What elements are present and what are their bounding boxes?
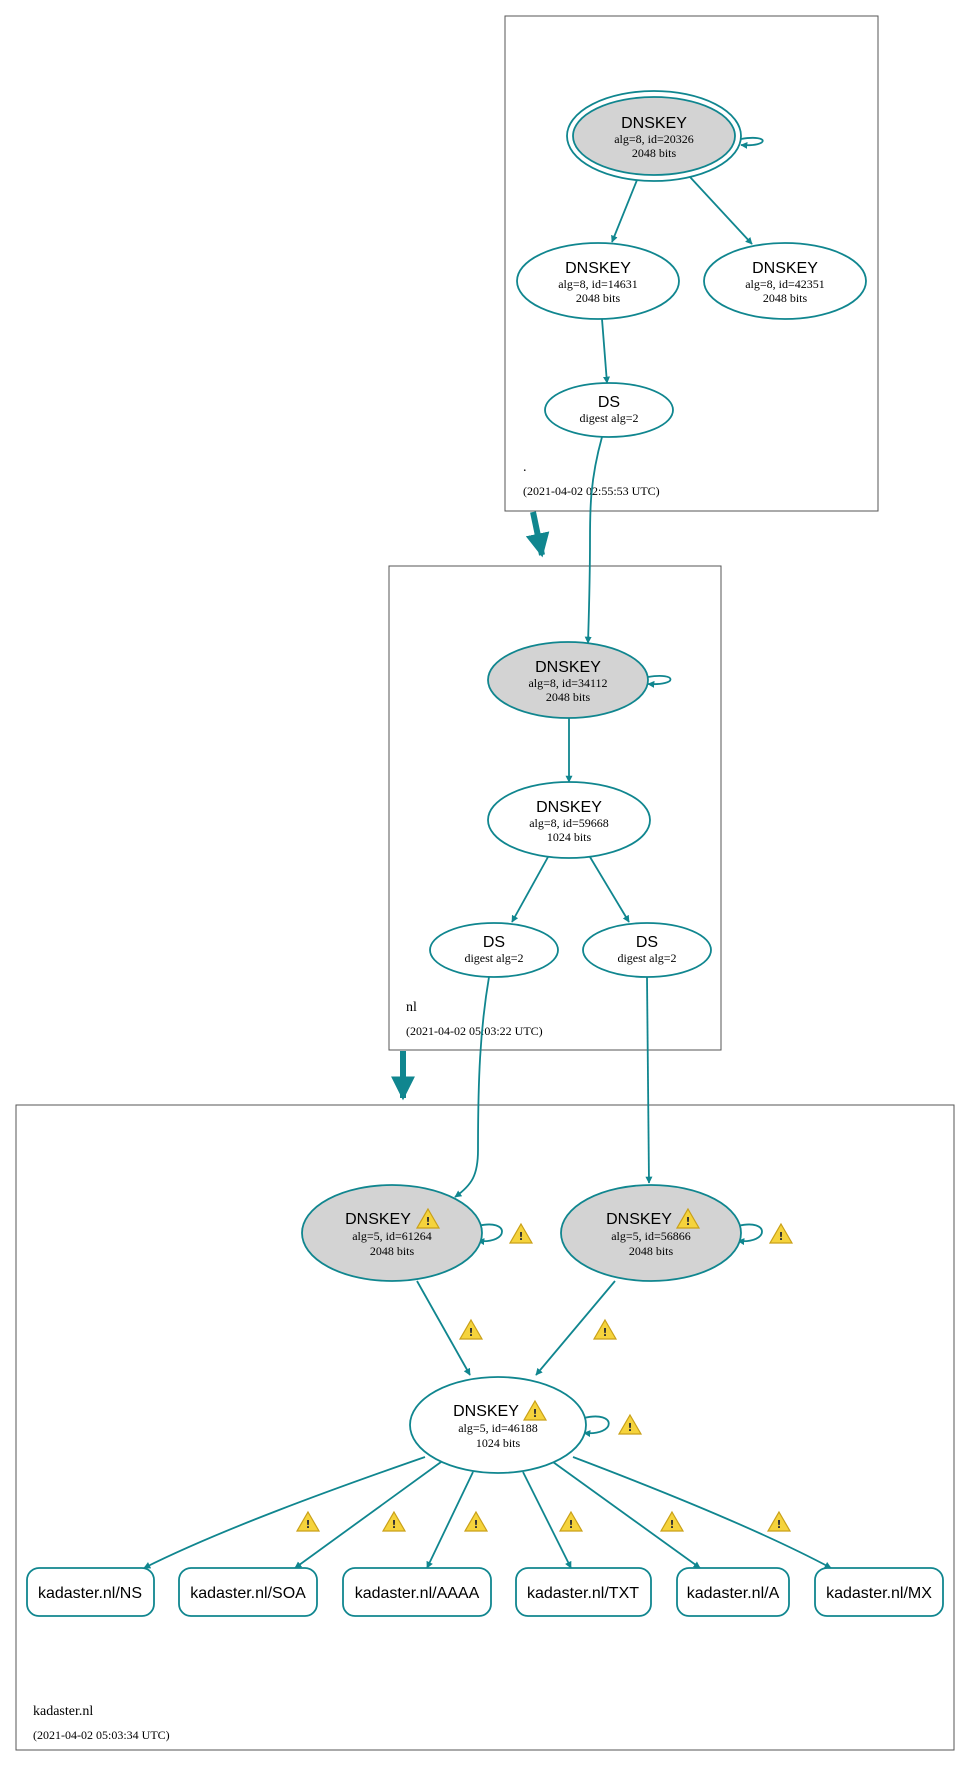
edge-kad-ksk2-zsk xyxy=(535,1280,616,1376)
edge-nl-zsk-ds2 xyxy=(589,856,630,923)
node-kad-ksk1-line2: 2048 bits xyxy=(370,1244,415,1258)
node-nl-ds1[interactable]: DS digest alg=2 xyxy=(429,922,559,978)
warning-icon xyxy=(618,1414,642,1435)
edge-kad-ksk1-self xyxy=(477,1223,503,1246)
rrset-aaaa[interactable]: kadaster.nl/AAAA xyxy=(342,1567,492,1617)
node-root-zsk2[interactable]: DNSKEY alg=8, id=42351 2048 bits xyxy=(703,242,867,320)
warning-icon xyxy=(509,1223,533,1244)
node-nl-zsk-line2: 1024 bits xyxy=(547,830,592,844)
node-kad-ksk2[interactable]: DNSKEY alg=5, id=56866 2048 bits xyxy=(560,1184,742,1282)
node-nl-ksk-line2: 2048 bits xyxy=(546,690,591,704)
rrset-a-label: kadaster.nl/A xyxy=(687,1585,780,1602)
zone-nl-box xyxy=(388,565,722,1051)
edge-root-ksk-self xyxy=(740,137,764,149)
rrset-ns-label: kadaster.nl/NS xyxy=(38,1585,142,1602)
zone-nl-name: nl xyxy=(406,1000,417,1015)
edge-zsk-txt xyxy=(522,1471,572,1569)
warning-icon xyxy=(660,1511,684,1532)
rrset-mx-label: kadaster.nl/MX xyxy=(826,1585,932,1602)
node-root-ksk-line1: alg=8, id=20326 xyxy=(614,132,694,146)
node-root-ds-line1: digest alg=2 xyxy=(579,411,638,425)
node-nl-ds2[interactable]: DS digest alg=2 xyxy=(582,922,712,978)
node-kad-ksk2-line2: 2048 bits xyxy=(629,1244,674,1258)
node-root-zsk2-line2: 2048 bits xyxy=(763,291,808,305)
node-root-zsk2-title: DNSKEY xyxy=(752,260,818,277)
node-root-zsk1-line1: alg=8, id=14631 xyxy=(558,277,638,291)
rrset-ns[interactable]: kadaster.nl/NS xyxy=(26,1567,155,1617)
edge-nl-ds2-kad-ksk2 xyxy=(645,976,653,1184)
delegation-arrow-root-nl xyxy=(525,511,550,558)
edge-nl-ds1-kad-ksk1 xyxy=(454,976,490,1198)
node-root-zsk2-line1: alg=8, id=42351 xyxy=(745,277,825,291)
node-root-ksk-title: DNSKEY xyxy=(621,115,687,132)
node-root-ksk-line2: 2048 bits xyxy=(632,146,677,160)
node-nl-zsk[interactable]: DNSKEY alg=8, id=59668 1024 bits xyxy=(487,781,651,859)
rrset-soa[interactable]: kadaster.nl/SOA xyxy=(178,1567,318,1617)
edge-kad-ksk2-self xyxy=(737,1223,763,1246)
node-kad-ksk2-title: DNSKEY xyxy=(606,1211,672,1228)
warning-icon xyxy=(459,1319,483,1340)
zone-nl: nl (2021-04-02 05:03:22 UTC) xyxy=(388,565,722,1051)
rrset-soa-label: kadaster.nl/SOA xyxy=(190,1585,306,1602)
edge-root-ksk-zsk1 xyxy=(611,179,638,243)
edge-zsk-mx xyxy=(572,1456,832,1569)
warning-icon xyxy=(767,1511,791,1532)
edge-root-ds-nl-ksk xyxy=(584,436,603,644)
warning-icon xyxy=(593,1319,617,1340)
edge-root-ksk-zsk2 xyxy=(689,176,753,245)
node-nl-ds2-title: DS xyxy=(636,934,658,951)
zone-kadaster-box xyxy=(15,1104,955,1751)
edge-zsk-soa xyxy=(294,1461,442,1569)
node-root-zsk1-line2: 2048 bits xyxy=(576,291,621,305)
zone-kadaster-name: kadaster.nl xyxy=(33,1704,93,1719)
warning-icon xyxy=(382,1511,406,1532)
node-root-ds-title: DS xyxy=(598,394,620,411)
rrset-a[interactable]: kadaster.nl/A xyxy=(676,1567,790,1617)
node-nl-ksk-line1: alg=8, id=34112 xyxy=(528,676,607,690)
node-kad-ksk1-title: DNSKEY xyxy=(345,1211,411,1228)
node-root-zsk1[interactable]: DNSKEY alg=8, id=14631 2048 bits xyxy=(516,242,680,320)
warning-icon xyxy=(559,1511,583,1532)
rrset-txt-label: kadaster.nl/TXT xyxy=(527,1585,639,1602)
node-nl-ds2-line1: digest alg=2 xyxy=(617,951,676,965)
warning-icon xyxy=(296,1511,320,1532)
node-root-ksk[interactable]: DNSKEY alg=8, id=20326 2048 bits xyxy=(566,90,742,182)
edge-kad-zsk-self xyxy=(583,1415,610,1438)
node-kad-ksk1-line1: alg=5, id=61264 xyxy=(352,1229,432,1243)
rrset-txt[interactable]: kadaster.nl/TXT xyxy=(515,1567,652,1617)
node-nl-ksk-title: DNSKEY xyxy=(535,659,601,676)
node-nl-zsk-line1: alg=8, id=59668 xyxy=(529,816,609,830)
node-nl-ds1-line1: digest alg=2 xyxy=(464,951,523,965)
warning-icon xyxy=(769,1223,793,1244)
node-kad-zsk[interactable]: DNSKEY alg=5, id=46188 1024 bits xyxy=(409,1376,587,1474)
zone-kadaster-timestamp: (2021-04-02 05:03:34 UTC) xyxy=(33,1728,170,1742)
node-nl-ksk[interactable]: DNSKEY alg=8, id=34112 2048 bits xyxy=(487,641,649,719)
zone-root-name: . xyxy=(523,460,527,475)
edge-zsk-aaaa xyxy=(426,1471,474,1569)
node-nl-ds1-title: DS xyxy=(483,934,505,951)
zone-root-box xyxy=(504,15,879,512)
edge-root-zsk1-ds xyxy=(601,318,610,384)
node-kad-ksk2-line1: alg=5, id=56866 xyxy=(611,1229,691,1243)
node-kad-ksk1[interactable]: DNSKEY alg=5, id=61264 2048 bits xyxy=(301,1184,483,1282)
zone-kadaster: kadaster.nl (2021-04-02 05:03:34 UTC) xyxy=(15,1104,955,1751)
edge-zsk-a xyxy=(552,1461,701,1569)
node-kad-zsk-line2: 1024 bits xyxy=(476,1436,521,1450)
edge-nl-zsk-ds1 xyxy=(511,856,549,923)
rrset-mx[interactable]: kadaster.nl/MX xyxy=(814,1567,944,1617)
zone-nl-timestamp: (2021-04-02 05:03:22 UTC) xyxy=(406,1024,543,1038)
warning-icon xyxy=(464,1511,488,1532)
node-kad-zsk-line1: alg=5, id=46188 xyxy=(458,1421,538,1435)
edge-zsk-ns xyxy=(143,1456,426,1569)
node-root-zsk1-title: DNSKEY xyxy=(565,260,631,277)
node-nl-zsk-title: DNSKEY xyxy=(536,799,602,816)
edge-kad-ksk1-zsk xyxy=(416,1280,471,1376)
edge-nl-ksk-self xyxy=(647,675,672,688)
rrset-aaaa-label: kadaster.nl/AAAA xyxy=(355,1585,480,1602)
node-root-ds[interactable]: DS digest alg=2 xyxy=(544,382,674,438)
node-kad-zsk-title: DNSKEY xyxy=(453,1403,519,1420)
